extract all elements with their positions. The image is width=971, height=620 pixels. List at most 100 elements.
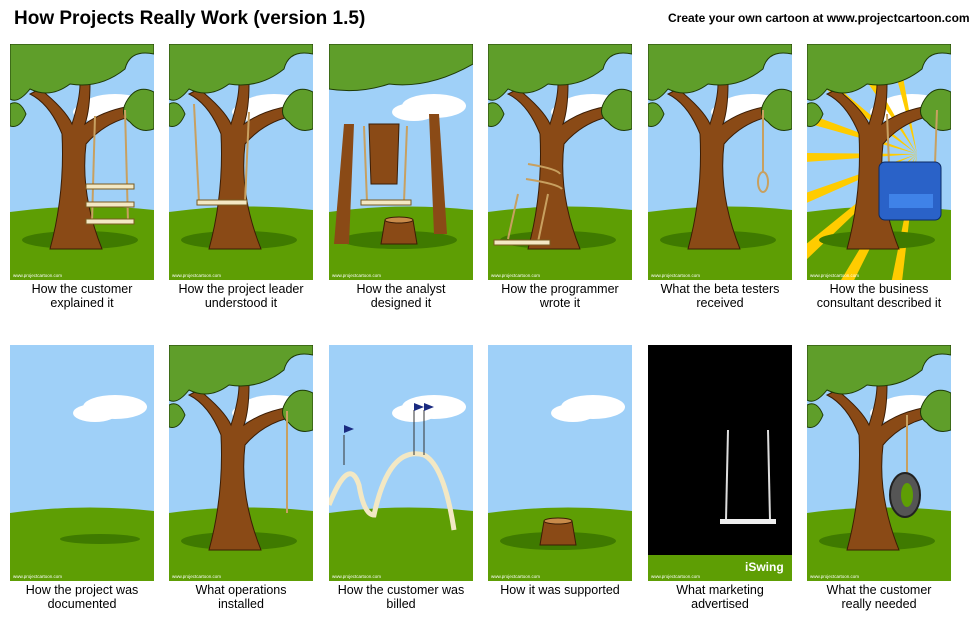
caption-line-1: How the project was bbox=[25, 583, 139, 597]
cartoon-panel: www.projectcartoon.com What the beta tes… bbox=[648, 44, 792, 310]
swing-seat bbox=[360, 125, 412, 206]
caption-line-2: installed bbox=[218, 597, 264, 611]
caption-line-2: consultant described it bbox=[816, 296, 942, 310]
tree-foliage-left bbox=[807, 403, 824, 428]
caption-line-1: How the customer was bbox=[337, 583, 465, 597]
panel-illustration: www.projectcartoon.com bbox=[329, 44, 473, 280]
tree-foliage bbox=[807, 345, 951, 402]
tree-foliage-left bbox=[648, 102, 665, 127]
watermark: www.projectcartoon.com bbox=[172, 273, 221, 278]
caption-line-1: What the beta testers bbox=[660, 282, 780, 296]
panel-caption: How it was supported bbox=[475, 583, 645, 597]
cartoon-panel: www.projectcartoon.com How the customer … bbox=[329, 345, 473, 611]
tree-foliage-left bbox=[10, 102, 27, 127]
watermark: www.projectcartoon.com bbox=[13, 273, 62, 278]
panel-illustration: www.projectcartoon.com bbox=[10, 44, 154, 280]
tree-foliage-right bbox=[761, 88, 792, 131]
brand-label: iSwing bbox=[745, 560, 784, 574]
caption-line-2: documented bbox=[47, 597, 117, 611]
panel-illustration: www.projectcartoon.com bbox=[488, 44, 632, 280]
tree-foliage-right bbox=[920, 88, 951, 131]
watermark: www.projectcartoon.com bbox=[491, 273, 540, 278]
tree-stump bbox=[380, 219, 418, 245]
tree-foliage-left bbox=[488, 102, 505, 127]
tree-foliage bbox=[488, 44, 632, 101]
tree-foliage-left bbox=[807, 102, 824, 127]
cloud bbox=[392, 94, 466, 121]
panel-illustration: www.projectcartoon.com bbox=[169, 345, 313, 581]
watermark: www.projectcartoon.com bbox=[810, 574, 859, 579]
watermark: www.projectcartoon.com bbox=[172, 574, 221, 579]
tree-foliage-left bbox=[169, 102, 186, 127]
cartoon-panel: www.projectcartoon.com How it was suppor… bbox=[488, 345, 632, 597]
caption-line-1: How the customer bbox=[31, 282, 133, 296]
caption-line-1: How it was supported bbox=[500, 583, 620, 597]
cartoon-panel: www.projectcartoon.com What the customer… bbox=[807, 345, 951, 611]
caption-line-2: wrote it bbox=[539, 296, 581, 310]
watermark: www.projectcartoon.com bbox=[651, 574, 700, 579]
caption-line-1: What marketing bbox=[676, 583, 764, 597]
caption-line-2: billed bbox=[386, 597, 416, 611]
panel-illustration: www.projectcartoon.com bbox=[488, 345, 632, 581]
ground-shadow bbox=[60, 534, 140, 544]
cloud bbox=[73, 395, 147, 422]
caption-line-1: How the programmer bbox=[501, 282, 619, 296]
roller-coaster bbox=[329, 403, 457, 531]
page-title: How Projects Really Work (version 1.5) bbox=[14, 8, 366, 29]
caption-line-2: designed it bbox=[370, 296, 432, 310]
caption-line-1: How the analyst bbox=[356, 282, 446, 296]
caption-line-2: understood it bbox=[204, 296, 278, 310]
panel-illustration: www.projectcartoon.com bbox=[648, 44, 792, 280]
cartoon-panel: www.projectcartoon.com How the project l… bbox=[169, 44, 313, 310]
three-tier-swing bbox=[85, 109, 135, 225]
caption-line-1: What operations bbox=[195, 583, 287, 597]
swing-around-trunk bbox=[193, 103, 250, 206]
cartoon-panel: www.projectcartoon.com How the project w… bbox=[10, 345, 154, 611]
grass bbox=[10, 507, 154, 581]
panel-illustration: www.projectcartoon.com bbox=[169, 44, 313, 280]
caption-line-2: advertised bbox=[691, 597, 749, 611]
credit-link[interactable]: Create your own cartoon at www.projectca… bbox=[668, 11, 970, 25]
panel-illustration: www.projectcartoon.com bbox=[807, 44, 951, 280]
tree-foliage bbox=[169, 345, 313, 402]
caption-line-2: really needed bbox=[841, 597, 917, 611]
tree-foliage-right bbox=[282, 88, 313, 131]
panel-illustration: www.projectcartoon.com iSwing bbox=[648, 345, 792, 581]
watermark: www.projectcartoon.com bbox=[332, 273, 381, 278]
watermark: www.projectcartoon.com bbox=[491, 574, 540, 579]
tree-foliage bbox=[10, 44, 154, 101]
tree-foliage bbox=[648, 44, 792, 101]
cartoon-panel: www.projectcartoon.com iSwing What market… bbox=[648, 345, 792, 611]
panel-illustration: www.projectcartoon.com bbox=[329, 345, 473, 581]
watermark: www.projectcartoon.com bbox=[13, 574, 62, 579]
tree-stump bbox=[539, 520, 577, 546]
watermark: www.projectcartoon.com bbox=[332, 574, 381, 579]
silhouette-swing bbox=[720, 429, 776, 524]
noose bbox=[757, 110, 769, 193]
caption-line-1: How the business bbox=[829, 282, 929, 296]
tree-foliage-right bbox=[282, 389, 313, 432]
caption-line-2: received bbox=[696, 296, 744, 310]
tree-foliage bbox=[169, 44, 313, 101]
cloud bbox=[551, 395, 625, 422]
tire-swing bbox=[889, 415, 921, 518]
caption-line-1: How the project leader bbox=[178, 282, 304, 296]
cartoon-panel: www.projectcartoon.com How the programme… bbox=[488, 44, 632, 310]
armchair-swing bbox=[878, 109, 942, 221]
grass bbox=[329, 507, 473, 581]
panel-illustration: www.projectcartoon.com bbox=[807, 345, 951, 581]
